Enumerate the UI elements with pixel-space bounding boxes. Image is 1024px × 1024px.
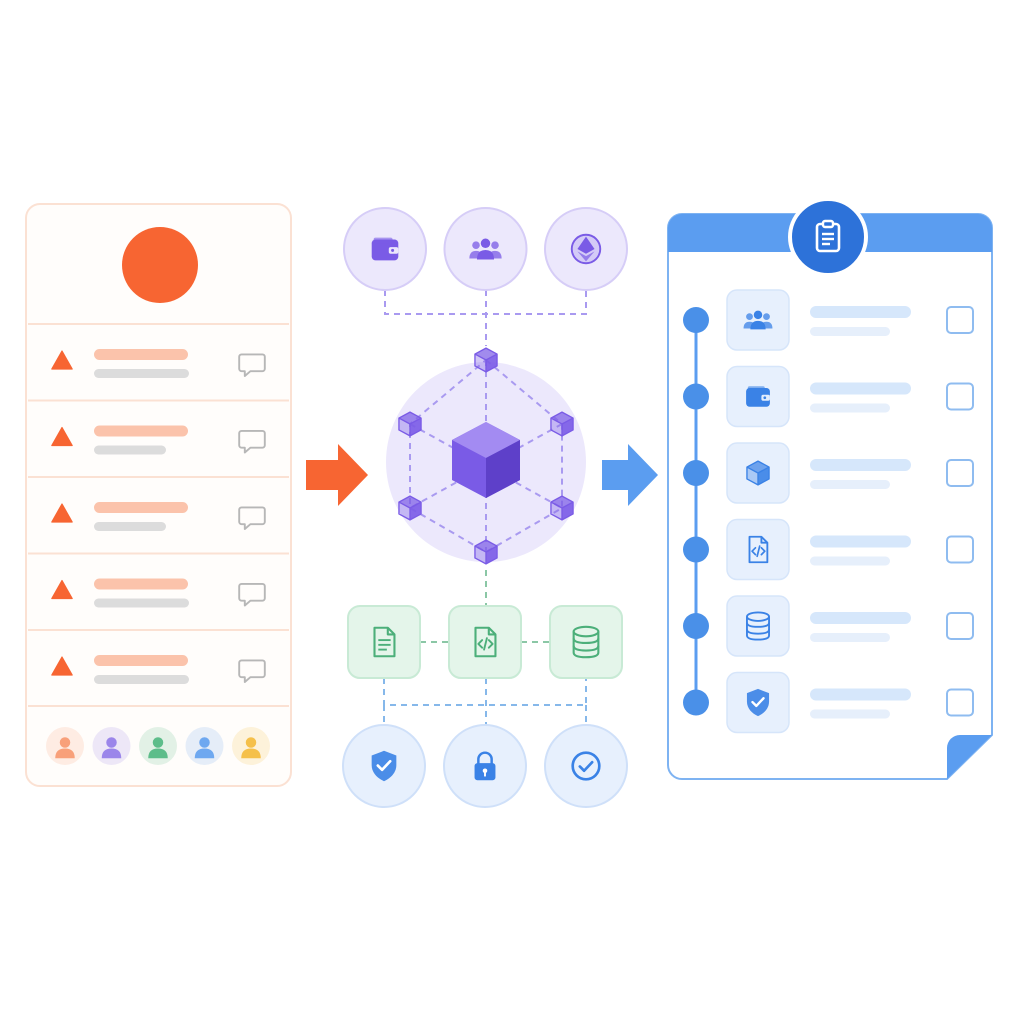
- incoming-row[interactable]: [28, 323, 289, 378]
- user-avatar[interactable]: [232, 727, 270, 765]
- item-title-placeholder: [810, 535, 911, 548]
- row-subtitle-placeholder: [94, 598, 189, 608]
- row-title-placeholder: [94, 349, 188, 360]
- item-icon-tile: [726, 289, 790, 351]
- row-subtitle-placeholder: [94, 445, 166, 455]
- artifact-nodes: [347, 605, 623, 679]
- user-avatar[interactable]: [185, 727, 224, 765]
- network-node-cube-icon: [398, 411, 422, 437]
- item-title-placeholder: [810, 382, 911, 395]
- item-title-placeholder: [810, 306, 911, 318]
- item-checkbox[interactable]: [946, 612, 974, 640]
- item-subtitle-placeholder: [810, 480, 890, 489]
- node-circle: [544, 724, 628, 808]
- node-tile: [347, 605, 421, 679]
- row-title-placeholder: [94, 425, 188, 437]
- network-node-cube-icon: [474, 347, 498, 373]
- wallet-icon: [746, 386, 770, 407]
- safeguard-node[interactable]: [544, 724, 628, 808]
- node-circle: [443, 207, 528, 291]
- input-node[interactable]: [343, 207, 427, 291]
- item-title-placeholder: [810, 459, 911, 471]
- user-avatar[interactable]: [46, 727, 84, 765]
- hub: [342, 207, 628, 808]
- checklist-item[interactable]: [683, 289, 974, 351]
- item-checkbox[interactable]: [946, 535, 974, 564]
- incoming-row[interactable]: [28, 399, 289, 455]
- row-subtitle-placeholder: [94, 369, 189, 378]
- row-title-placeholder: [94, 578, 188, 590]
- checklist: [683, 289, 974, 734]
- artifact-node[interactable]: [448, 605, 522, 679]
- timeline-dot: [683, 460, 709, 486]
- row-subtitle-placeholder: [94, 675, 189, 684]
- item-checkbox[interactable]: [946, 688, 974, 717]
- incoming-panel: [25, 203, 292, 787]
- input-node[interactable]: [544, 207, 628, 291]
- item-subtitle-placeholder: [810, 556, 890, 566]
- incoming-row[interactable]: [28, 476, 289, 531]
- incoming-row[interactable]: [28, 552, 289, 608]
- user-avatar-row: [46, 727, 270, 765]
- network-node-cube-icon: [550, 411, 574, 437]
- page-curl: [947, 735, 992, 779]
- timeline-dot: [683, 613, 709, 639]
- network-node-cube-icon: [550, 495, 574, 521]
- timeline-dot: [683, 307, 709, 333]
- row-title-placeholder: [94, 655, 188, 666]
- arrow-right-blue-icon: [602, 444, 658, 506]
- safeguard-connectors: [383, 678, 587, 726]
- row-subtitle-placeholder: [94, 522, 166, 531]
- timeline-dot: [683, 689, 709, 716]
- header-badge: [122, 227, 198, 303]
- input-connectors: [384, 290, 587, 346]
- clipboard-badge: [788, 197, 868, 277]
- timeline-dot: [683, 536, 709, 563]
- network-node-cube-icon: [398, 495, 422, 521]
- item-checkbox[interactable]: [946, 306, 974, 334]
- arrow-right-orange-icon: [306, 444, 368, 506]
- incoming-panel-frame: [25, 203, 292, 787]
- item-title-placeholder: [810, 688, 911, 701]
- cube-icon: [746, 460, 770, 486]
- artifact-node[interactable]: [549, 605, 623, 679]
- item-subtitle-placeholder: [810, 327, 890, 336]
- wallet-icon: [371, 237, 399, 261]
- item-subtitle-placeholder: [810, 403, 890, 413]
- safeguard-nodes: [342, 724, 628, 808]
- artifact-node[interactable]: [347, 605, 421, 679]
- checklist-item[interactable]: [683, 365, 974, 428]
- incoming-list: [28, 323, 289, 684]
- input-node[interactable]: [443, 207, 528, 291]
- row-title-placeholder: [94, 502, 188, 513]
- item-subtitle-placeholder: [810, 709, 890, 719]
- checklist-panel: [667, 197, 993, 780]
- item-title-placeholder: [810, 612, 911, 624]
- input-nodes: [343, 207, 628, 291]
- checklist-item[interactable]: [683, 671, 974, 734]
- item-checkbox[interactable]: [946, 382, 974, 411]
- checklist-item[interactable]: [683, 595, 974, 657]
- center-cube-icon: [452, 422, 520, 498]
- item-subtitle-placeholder: [810, 633, 890, 642]
- safeguard-node[interactable]: [443, 724, 527, 808]
- checklist-item[interactable]: [683, 518, 974, 581]
- network-node-cube-icon: [474, 539, 498, 565]
- user-avatar[interactable]: [139, 727, 177, 765]
- item-checkbox[interactable]: [946, 459, 974, 487]
- ethereum-icon: [570, 233, 602, 265]
- checklist-item[interactable]: [683, 442, 974, 504]
- timeline-dot: [683, 383, 709, 410]
- safeguard-node[interactable]: [342, 724, 426, 808]
- user-avatar[interactable]: [92, 727, 131, 765]
- incoming-row[interactable]: [28, 629, 289, 684]
